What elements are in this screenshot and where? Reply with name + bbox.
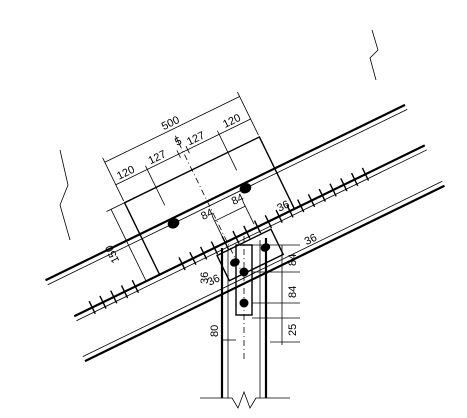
beam-bottom-flange-inner	[82, 180, 443, 357]
dim-25: 25	[287, 324, 299, 336]
dim-500: 500	[160, 114, 182, 133]
dim-36-b: 36	[206, 272, 222, 288]
dim-36-d: 36	[199, 272, 211, 284]
dim-120-left: 120	[115, 164, 137, 183]
beam-top-flange-inner	[47, 109, 408, 286]
dim-36-a: 36	[275, 198, 291, 214]
beam-web-line	[76, 149, 428, 322]
dim-84-right: 84	[230, 192, 246, 208]
bolt-column-bottom	[239, 298, 249, 308]
bolt-right	[239, 183, 252, 194]
bolt-column-top	[239, 267, 249, 277]
dim-120-right: 120	[221, 112, 243, 131]
dim-84-left: 84	[199, 207, 215, 223]
dimension-bolt-spacing: 84 84	[199, 192, 255, 240]
dim-84-top: 84	[287, 254, 299, 266]
connection-plate	[216, 228, 285, 282]
dim-5: 5	[173, 135, 184, 148]
dim-80: 80	[209, 325, 221, 337]
dim-84-bottom: 84	[287, 286, 299, 298]
gusset-plate	[235, 244, 253, 316]
beam-bottom-flange	[84, 184, 445, 363]
splice-centerline	[178, 142, 241, 269]
break-mark-top	[369, 29, 379, 81]
bolt-left	[167, 218, 180, 229]
beam-top-flange	[45, 103, 406, 282]
dimension-web: 80	[209, 325, 236, 341]
dim-127-left: 127	[146, 148, 168, 167]
dimension-column: 84 84 25	[252, 244, 300, 345]
dim-36-c: 36	[303, 232, 319, 248]
break-mark-bottom	[200, 390, 290, 409]
inclined-beam: 500 5 120 127 127 120 150 84 84 36 36 36	[45, 91, 445, 363]
dim-150: 150	[103, 243, 122, 265]
bolt-conn-left	[230, 258, 240, 267]
dim-127-right: 127	[185, 130, 207, 149]
break-mark-left	[59, 149, 71, 241]
